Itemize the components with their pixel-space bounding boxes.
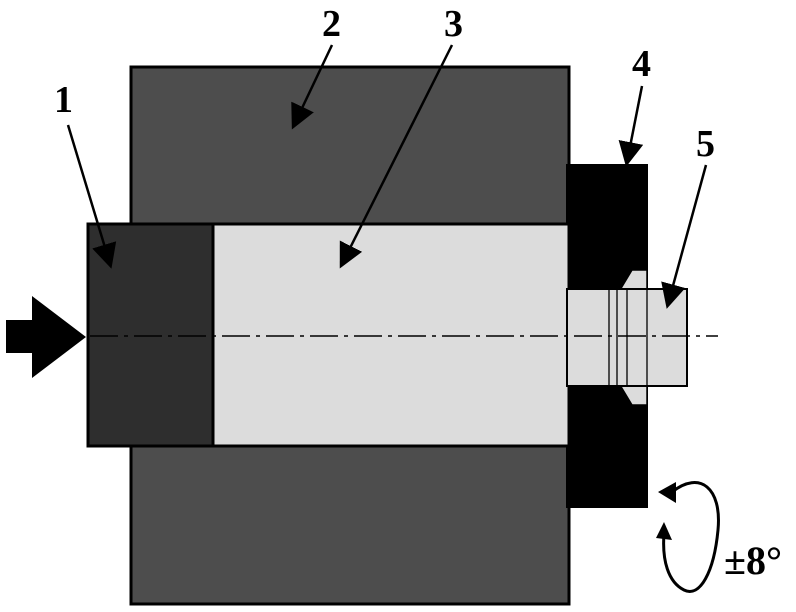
arrow-right-icon (6, 296, 86, 378)
leader-arrow-3 (339, 44, 454, 269)
leader-arrow-5 (661, 164, 708, 309)
leader-arrow-1 (66, 124, 117, 269)
billet (211, 222, 571, 448)
callout-5-label: 5 (696, 123, 715, 165)
callout-4-label: 4 (632, 43, 651, 85)
callout-3-label: 3 (444, 3, 463, 45)
leader-arrow-4 (618, 85, 644, 167)
callout-1-label: 1 (54, 79, 73, 121)
callout-2-label: 2 (322, 3, 341, 45)
leader-arrow-2 (291, 44, 334, 130)
rotation-angle-label: ±8° (724, 538, 782, 583)
rotation-arrows-icon (656, 481, 720, 593)
